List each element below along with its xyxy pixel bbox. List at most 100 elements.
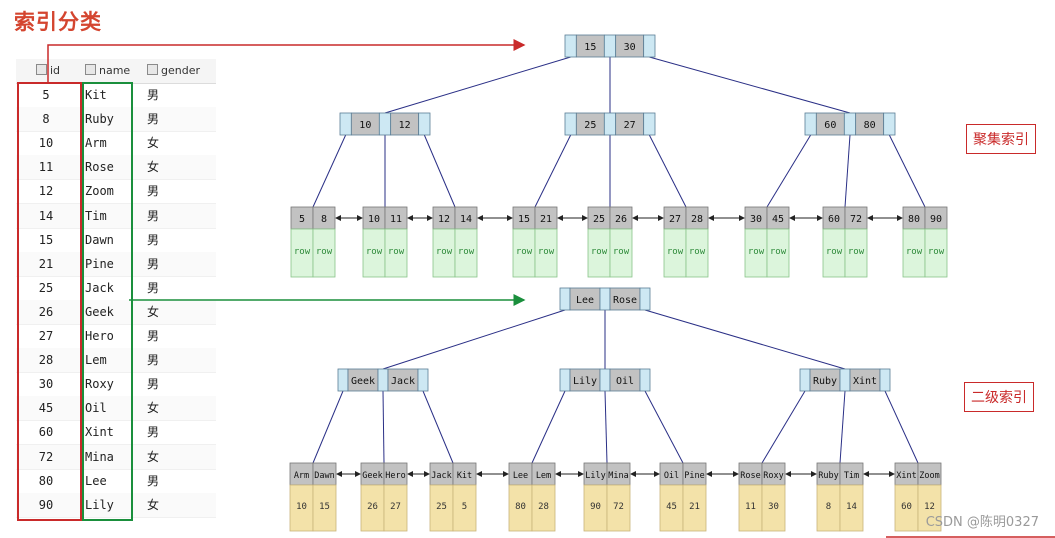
table-row[interactable]: 11 Rose 女: [16, 155, 216, 181]
node-key: Xint: [853, 376, 877, 387]
pointer-cell: [599, 368, 611, 392]
primary-key-value: 26: [367, 502, 378, 512]
node-key: 12: [399, 120, 411, 131]
cell-id: 11: [38, 160, 54, 175]
column-header-label: name: [99, 64, 131, 77]
cell-name: Lee: [85, 473, 107, 488]
name-column-highlight: [82, 82, 133, 521]
leaf-key: 27: [669, 214, 681, 225]
cell-id: 60: [38, 425, 54, 440]
pointer-cell: [799, 368, 811, 392]
cell-gender: 女: [147, 497, 160, 512]
clustered-pointer-arrow: [47, 39, 526, 82]
leaf-key: Rose: [740, 471, 760, 481]
cell-name: Zoom: [85, 184, 114, 199]
row-data-cell: [384, 228, 408, 278]
cell-id: 27: [38, 329, 54, 343]
node-key: Oil: [616, 376, 634, 387]
cell-name: Lily: [85, 497, 114, 512]
cell-gender: 男: [147, 208, 160, 223]
row-data-label: row: [906, 247, 923, 257]
primary-key-cell: [761, 484, 786, 532]
node-key: 15: [584, 42, 596, 53]
pointer-cell: [564, 34, 577, 58]
node-key: Lee: [576, 295, 594, 306]
cell-gender: 女: [147, 304, 160, 319]
column-icon: [147, 64, 158, 75]
row-data-cell: [766, 228, 790, 278]
row-data-label: row: [928, 247, 945, 257]
leaf-key: 12: [438, 214, 450, 225]
cell-name: Hero: [85, 329, 114, 343]
leaf-key: 28: [691, 214, 703, 225]
primary-key-cell: [606, 484, 631, 532]
watermark: CSDN @陈明0327: [925, 515, 1039, 530]
row-data-label: row: [689, 247, 706, 257]
primary-key-value: 10: [296, 502, 307, 512]
clustered-index-label: 聚集索引: [966, 124, 1036, 154]
cell-id: 8: [42, 112, 50, 127]
cell-gender: 女: [147, 449, 160, 464]
row-data-label: row: [316, 247, 333, 257]
column-icon: [36, 64, 47, 75]
cell-name: Oil: [85, 401, 107, 416]
leaf-key: Lily: [585, 471, 605, 481]
row-data-label: row: [770, 247, 787, 257]
column-header-gender[interactable]: gender: [147, 64, 200, 78]
node-key: 27: [624, 120, 636, 131]
primary-key-value: 11: [745, 502, 756, 512]
cell-name: Jack: [85, 280, 114, 295]
cell-id: 25: [38, 280, 54, 295]
row-data-label: row: [538, 247, 555, 257]
cell-id: 10: [38, 136, 54, 151]
node-key: Lily: [573, 376, 597, 387]
cell-name: Tim: [85, 208, 107, 223]
column-header-name[interactable]: name: [85, 64, 130, 78]
row-data-label: row: [591, 247, 608, 257]
pointer-cell: [643, 34, 656, 58]
cell-gender: 男: [147, 280, 160, 295]
row-data-cell: [685, 228, 709, 278]
leaf-key: Geek: [362, 471, 382, 481]
cell-gender: 女: [147, 160, 160, 175]
leaf-key: 45: [772, 214, 784, 225]
column-header-label: gender: [161, 64, 200, 77]
row-data-label: row: [366, 247, 383, 257]
cell-id: 5: [42, 88, 50, 102]
leaf-key: Roxy: [763, 471, 783, 481]
pointer-cell: [879, 368, 891, 392]
leaf-key: 8: [321, 214, 327, 225]
leaf-key: Jack: [431, 471, 451, 481]
primary-key-value: 45: [666, 502, 677, 512]
row-data-label: row: [667, 247, 684, 257]
column-header-id[interactable]: id: [36, 64, 60, 78]
primary-key-value: 30: [768, 502, 779, 512]
cell-gender: 男: [147, 88, 160, 102]
leaf-key: 14: [460, 214, 472, 225]
row-data-label: row: [436, 247, 453, 257]
cell-id: 72: [38, 449, 54, 464]
pointer-cell: [839, 368, 851, 392]
primary-key-value: 12: [924, 502, 935, 512]
secondary-leaf-node: Rose 11 Roxy 30: [738, 462, 786, 532]
pointer-cell: [639, 368, 651, 392]
cell-gender: 男: [147, 425, 160, 440]
cell-name: Rose: [85, 160, 114, 175]
pointer-cell: [417, 368, 429, 392]
